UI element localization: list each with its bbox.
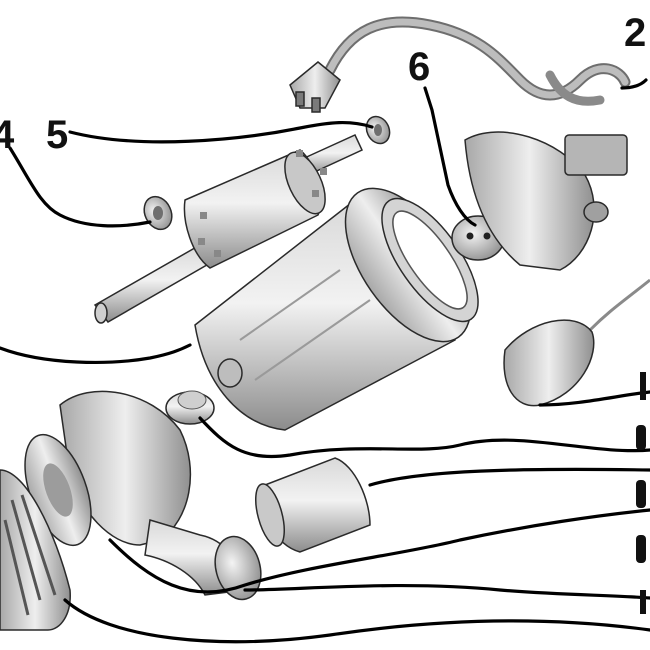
bearing-4 <box>143 195 173 231</box>
seal-cylinder <box>255 457 371 553</box>
strainer-base <box>0 469 71 631</box>
rotor-shaft <box>93 134 363 324</box>
end-cap <box>464 131 628 271</box>
leader-lines <box>0 78 650 644</box>
power-cable <box>324 16 631 106</box>
callout-5: 5 <box>46 113 68 157</box>
callout-6: 6 <box>408 45 430 89</box>
callouts: 2 4 5 6 <box>0 11 646 157</box>
edge-label-fragments <box>636 372 646 614</box>
flange-ring <box>381 197 479 323</box>
plug <box>289 61 341 113</box>
float-switch <box>503 278 650 407</box>
leader-4 <box>8 146 152 228</box>
coupling <box>165 390 215 425</box>
callout-2: 2 <box>624 11 646 55</box>
leader-5 <box>68 120 374 144</box>
pump-volute <box>59 390 262 601</box>
rotor <box>183 149 327 269</box>
leader-2 <box>620 78 648 90</box>
leader-6 <box>423 86 477 227</box>
bearing-5 <box>365 115 391 145</box>
callout-4: 4 <box>0 113 15 157</box>
